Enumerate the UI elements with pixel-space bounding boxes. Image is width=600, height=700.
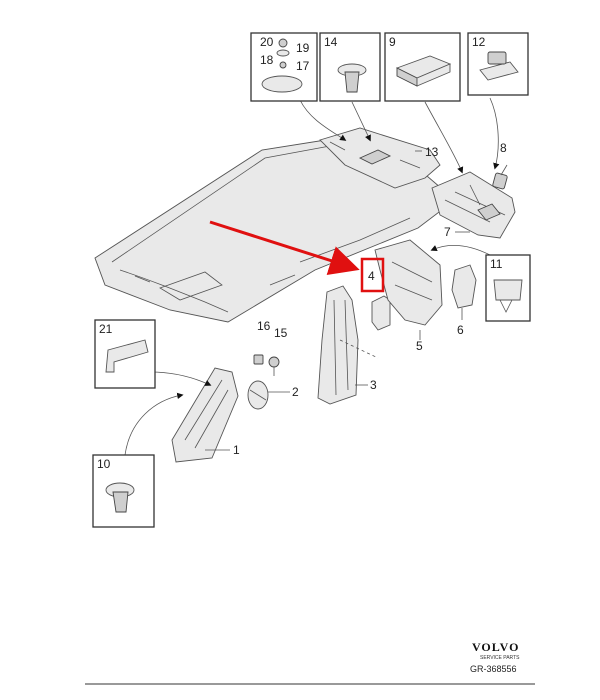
callout-6: 6 bbox=[457, 323, 464, 337]
part-15-screw bbox=[268, 356, 280, 376]
callout-box-10 bbox=[92, 454, 155, 528]
callout-21: 21 bbox=[99, 322, 113, 336]
part-13-panel bbox=[319, 127, 441, 189]
callout-4: 4 bbox=[368, 269, 375, 283]
callout-labels: 20 19 18 17 14 9 12 13 8 7 11 4 6 5 16 1… bbox=[97, 35, 507, 471]
callout-9: 9 bbox=[389, 35, 396, 49]
headliner bbox=[94, 137, 456, 323]
part-1-trim bbox=[171, 367, 239, 463]
callout-box-9 bbox=[384, 32, 461, 102]
brand-logo: VOLVO bbox=[472, 640, 519, 654]
callout-13: 13 bbox=[425, 145, 439, 159]
part-8-clip bbox=[492, 172, 508, 190]
callout-box-14 bbox=[319, 32, 381, 102]
brand-subtitle: SERVICE PARTS bbox=[480, 655, 520, 661]
callout-10: 10 bbox=[97, 457, 111, 471]
callout-1: 1 bbox=[233, 443, 240, 457]
callout-box-12 bbox=[467, 32, 529, 96]
callout-5: 5 bbox=[416, 339, 423, 353]
highlight-arrow bbox=[209, 220, 360, 275]
footer: VOLVO SERVICE PARTS GR-368556 bbox=[85, 640, 535, 685]
callout-11: 11 bbox=[490, 257, 503, 271]
callout-18: 18 bbox=[260, 53, 274, 67]
callout-8: 8 bbox=[500, 141, 507, 155]
callout-17: 17 bbox=[296, 59, 310, 73]
callout-box-20-19-18-17 bbox=[250, 32, 318, 102]
callout-14: 14 bbox=[324, 35, 338, 49]
part-7-panel bbox=[431, 171, 516, 239]
callout-2: 2 bbox=[292, 385, 299, 399]
callout-15: 15 bbox=[274, 326, 288, 340]
part-3-trim bbox=[317, 285, 379, 405]
part-16-nut bbox=[253, 354, 264, 365]
highlight-box bbox=[360, 257, 385, 293]
callout-box-11 bbox=[485, 254, 531, 322]
part-6-cap bbox=[451, 264, 477, 309]
diagram-code: GR-368556 bbox=[470, 664, 517, 674]
part-2-clip bbox=[247, 380, 269, 410]
callout-16: 16 bbox=[257, 319, 271, 333]
callout-7: 7 bbox=[444, 225, 451, 239]
callout-20: 20 bbox=[260, 35, 274, 49]
part-4-cover bbox=[371, 295, 391, 331]
callout-19: 19 bbox=[296, 41, 310, 55]
callout-12: 12 bbox=[472, 35, 486, 49]
callout-3: 3 bbox=[370, 378, 377, 392]
leader-lines bbox=[124, 97, 508, 456]
callout-box-21 bbox=[94, 319, 156, 389]
